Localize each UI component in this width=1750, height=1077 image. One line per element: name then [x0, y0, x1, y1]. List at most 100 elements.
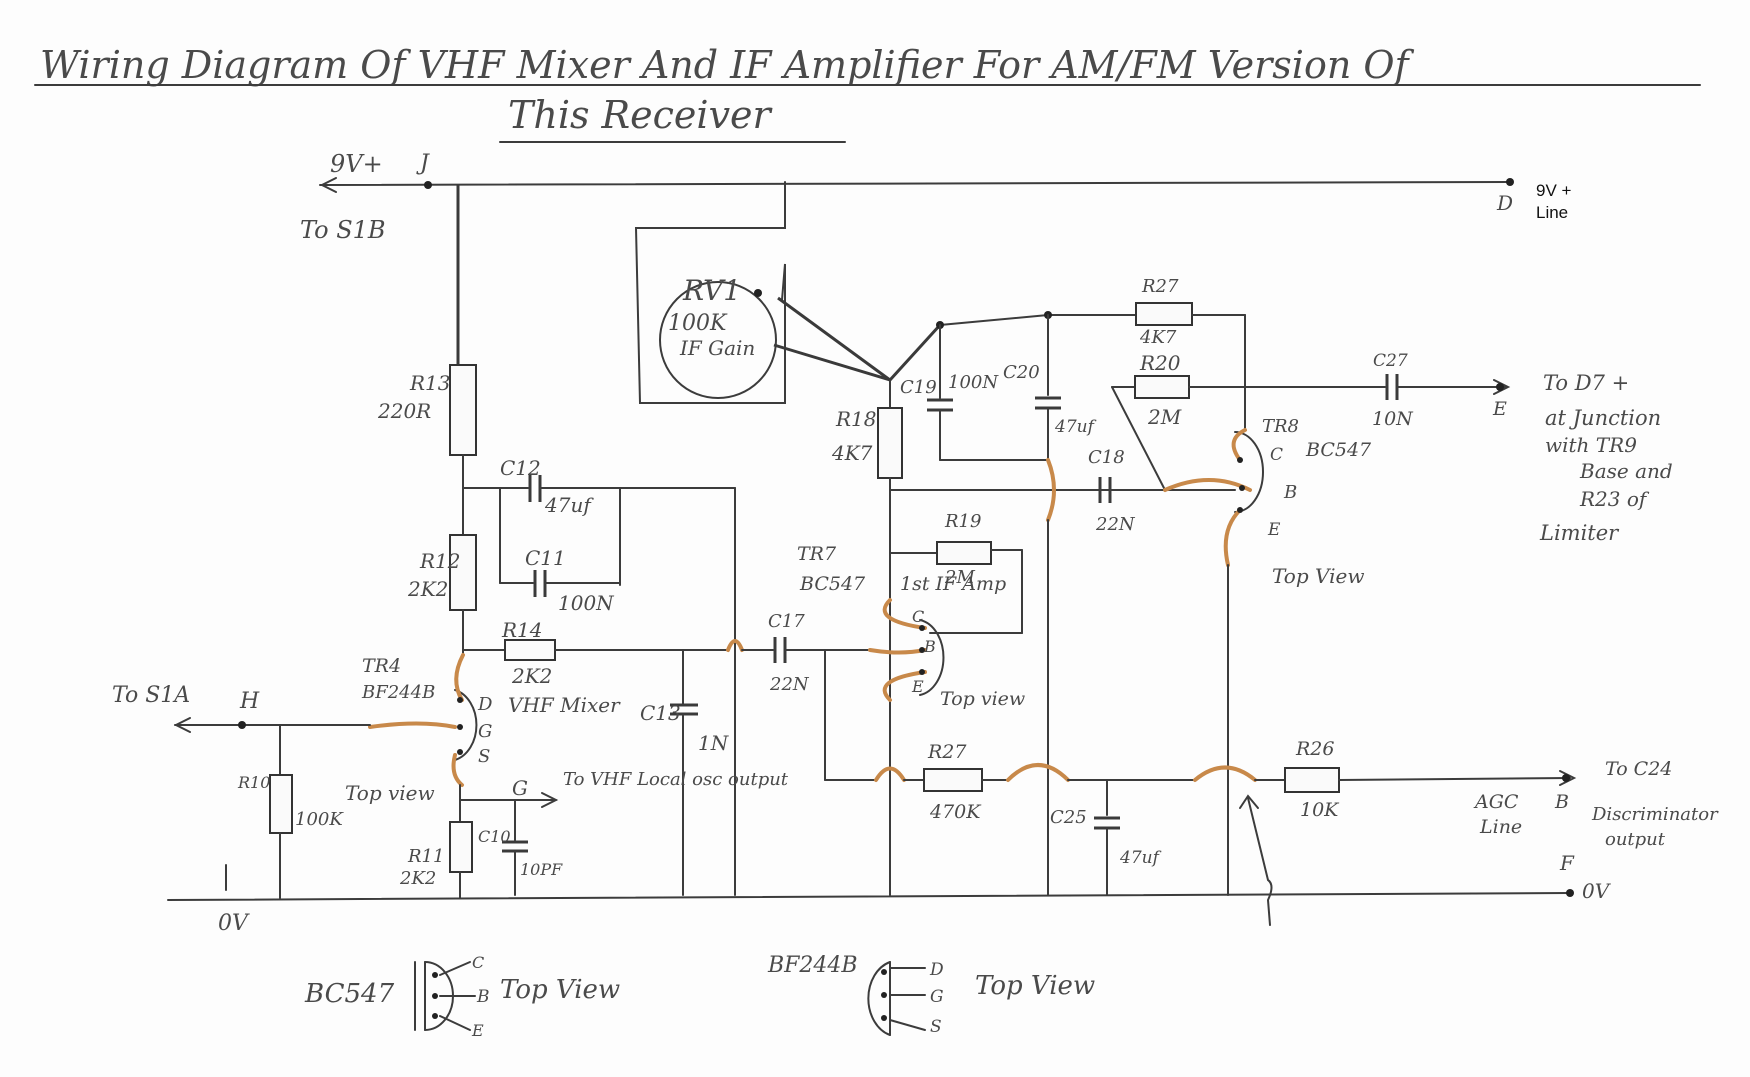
c19-value: 100N	[948, 372, 999, 393]
node-h-label: H	[239, 689, 260, 714]
legend-bc547-pin-b: B	[476, 987, 490, 1007]
rv1-potentiometer	[634, 181, 942, 404]
diagram-title: Wiring Diagram Of VHF Mixer And IF Ampli…	[40, 43, 1415, 87]
d7-label-1: To D7 +	[1543, 371, 1629, 395]
node-e-label: E	[1492, 398, 1507, 420]
ground-label-left: 0V	[218, 911, 250, 936]
supply-dest-label: To S1B	[300, 216, 386, 244]
r13-name: R13	[409, 371, 451, 395]
c13-value: 1N	[698, 731, 730, 755]
tr7-name: TR7	[797, 543, 837, 565]
tr8-type: BC547	[1305, 439, 1372, 461]
legend-bf244b-pin-s: S	[930, 1017, 942, 1037]
legend-bf244b-pin-d: D	[929, 960, 944, 980]
r13-value: 220R	[377, 399, 431, 423]
vhf-osc-label: To VHF Local osc output	[563, 769, 789, 790]
r26-value: 10K	[1300, 799, 1340, 821]
tr4-pin-g: G	[478, 721, 492, 742]
c24-label-2: Discriminator	[1591, 804, 1719, 825]
agc-label-2: Line	[1479, 816, 1522, 838]
rv1-name: RV1	[682, 274, 741, 307]
diagram-subtitle: This Receiver	[508, 93, 774, 137]
node-j-label: J	[416, 151, 430, 176]
r27-top-name: R27	[1141, 276, 1179, 297]
c10-name: C10	[478, 827, 511, 846]
c17-name: C17	[768, 611, 805, 632]
supply-line-label-1: 9V +	[1536, 181, 1572, 200]
ground-rail	[167, 864, 1574, 901]
d7-label-3: with TR9	[1545, 433, 1637, 457]
tr8-pin-c: C	[1270, 445, 1283, 465]
r12-value: 2K2	[407, 577, 448, 601]
r27-top-value: 4K7	[1139, 327, 1177, 348]
r18-name: R18	[835, 407, 877, 431]
agc-line	[824, 649, 1577, 926]
tr8-pin-b: B	[1283, 482, 1297, 503]
legend-bc547-pin-c: C	[472, 953, 484, 972]
c13-name: C13	[640, 701, 681, 725]
c20-name: C20	[1003, 362, 1040, 383]
legend-bc547-pin-e: E	[471, 1021, 484, 1040]
c27-name: C27	[1373, 351, 1408, 371]
r10-value: 100K	[295, 809, 344, 830]
d7-label-6: Limiter	[1539, 521, 1620, 545]
tr4-name: TR4	[362, 655, 401, 677]
tr4-type: BF244B	[361, 682, 435, 703]
tr4-transistor	[368, 653, 478, 787]
tr8-pin-e: E	[1267, 520, 1281, 540]
r11-value: 2K2	[399, 868, 436, 889]
r19-name: R19	[944, 511, 981, 532]
tr8-stage	[1035, 302, 1511, 896]
c17-value: 22N	[769, 674, 810, 695]
r27-low-name: R27	[927, 741, 967, 763]
tr4-pin-d: D	[477, 694, 493, 715]
rv1-function: IF Gain	[679, 336, 755, 360]
tr8-view: Top View	[1272, 564, 1364, 588]
r14-name: R14	[501, 618, 543, 642]
tr4-pin-s: S	[478, 746, 490, 767]
c24-label-3: output	[1605, 829, 1666, 850]
r12-name: R12	[419, 549, 461, 573]
tr7-pin-e: E	[911, 677, 924, 696]
agc-label-1: AGC	[1473, 791, 1519, 813]
r26-name: R26	[1295, 738, 1334, 760]
r10-name: R10	[237, 773, 270, 792]
rv1-value: 100K	[668, 311, 728, 336]
c18-value: 22N	[1095, 514, 1136, 535]
r19-value: 2M	[944, 567, 975, 588]
r14-value: 2K2	[511, 664, 552, 688]
legend-bc547-view: Top View	[500, 975, 620, 1005]
legend-bf244b-type: BF244B	[767, 953, 858, 978]
tr8-name: TR8	[1262, 416, 1299, 437]
mixer-source-network	[449, 784, 559, 899]
node-d-label: D	[1496, 191, 1513, 215]
r27-low-value: 470K	[929, 801, 982, 823]
node-f-label: F	[1559, 851, 1575, 875]
legend-bf244b-symbol	[867, 961, 926, 1036]
c27-value: 10N	[1372, 408, 1414, 430]
supply-line-label-2: Line	[1536, 203, 1568, 222]
d7-label-4: Base and	[1579, 459, 1673, 483]
c24-label-1: To C24	[1605, 758, 1672, 780]
input-label: To S1A	[112, 683, 190, 708]
c12-value: 47uf	[544, 493, 594, 517]
legend-bf244b-view: Top View	[975, 971, 1095, 1001]
c11-value: 100N	[558, 591, 615, 615]
supply-rail	[319, 177, 1514, 455]
c10-value: 10PF	[520, 860, 563, 879]
tr7-pin-c: C	[912, 607, 924, 626]
r18-value: 4K7	[831, 441, 873, 465]
c25-name: C25	[1050, 807, 1087, 828]
tr7-stage	[868, 314, 1236, 896]
tr7-pin-b: B	[923, 637, 936, 656]
c20-value: 47uf	[1054, 417, 1097, 437]
r20-value: 2M	[1147, 405, 1182, 429]
legend-bc547-type: BC547	[304, 979, 395, 1009]
c25-value: 47uf	[1119, 848, 1162, 868]
d7-label-2: at Junction	[1545, 406, 1661, 430]
d7-label-5: R23 of	[1579, 487, 1650, 511]
c18-name: C18	[1088, 447, 1125, 468]
c12-c11-network	[462, 454, 736, 896]
